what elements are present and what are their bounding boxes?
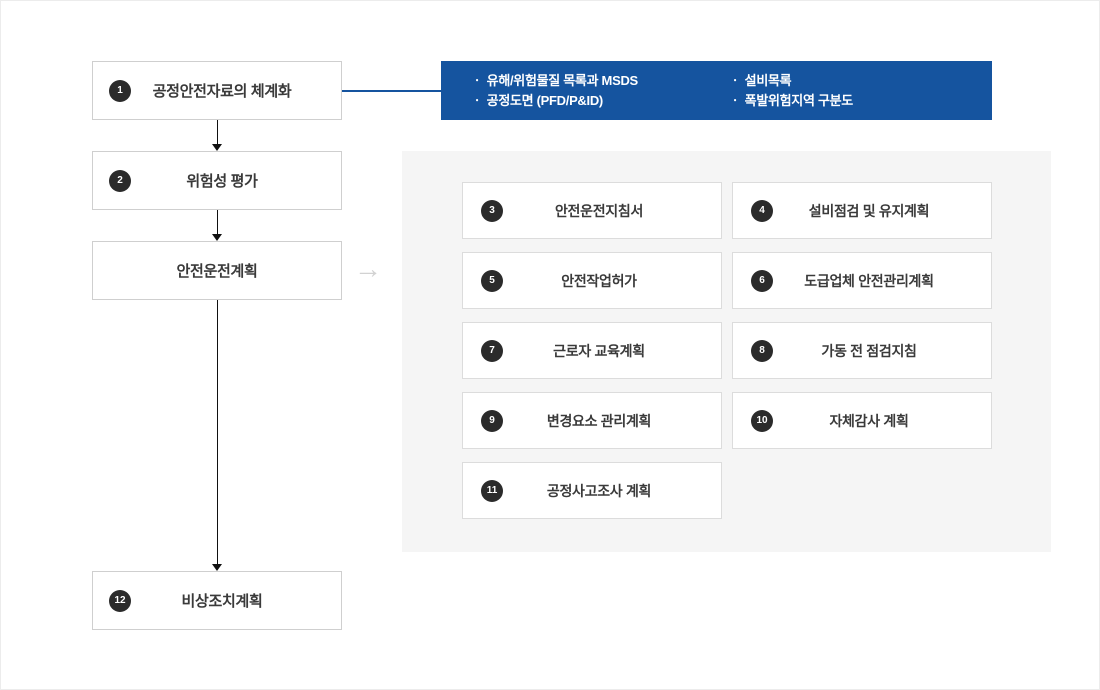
banner-item-4-text: 폭발위험지역 구분도 <box>744 92 854 108</box>
plan-card-9[interactable]: 9 변경요소 관리계획 <box>462 392 722 449</box>
card-number-badge-3: 3 <box>481 199 503 222</box>
plan-card-label-11: 공정사고조사 계획 <box>546 482 652 499</box>
plan-card-3[interactable]: 3 안전운전지침서 <box>462 182 722 239</box>
bullet-dot-icon: ㆍ <box>471 72 483 88</box>
step-number-badge-12: 12 <box>109 589 131 612</box>
bullet-dot-icon: ㆍ <box>471 92 483 108</box>
flow-box-step-1[interactable]: 1 공정안전자료의 체계화 <box>92 61 342 120</box>
connector-step2-step3 <box>217 210 218 234</box>
connector-plan-step12 <box>217 300 218 564</box>
plan-card-label-5: 안전작업허가 <box>561 272 637 289</box>
arrowhead-step1-step2 <box>212 144 222 151</box>
arrowhead-step2-step3 <box>212 234 222 241</box>
banner-item-3-text: 설비목록 <box>744 72 792 88</box>
card-number-badge-9: 9 <box>481 409 503 432</box>
plan-card-label-10: 자체감사 계획 <box>829 412 909 429</box>
flow-box-label-safe-operation-plan: 안전운전계획 <box>176 263 258 280</box>
card-number-badge-10: 10 <box>751 409 773 432</box>
plan-card-5[interactable]: 5 안전작업허가 <box>462 252 722 309</box>
plan-card-label-4: 설비점검 및 유지계획 <box>808 202 930 219</box>
flow-box-step-2[interactable]: 2 위험성 평가 <box>92 151 342 210</box>
card-number-badge-6: 6 <box>751 269 773 292</box>
card-number-badge-5: 5 <box>481 269 503 292</box>
step-number-badge-1: 1 <box>109 79 131 102</box>
flow-box-label-1: 공정안전자료의 체계화 <box>152 83 292 100</box>
plan-card-label-8: 가동 전 점검지침 <box>821 342 917 359</box>
plan-card-11[interactable]: 11 공정사고조사 계획 <box>462 462 722 519</box>
card-number-badge-8: 8 <box>751 339 773 362</box>
banner-item-1-text: 유해/위험물질 목록과 MSDS <box>486 72 639 88</box>
bullet-dot-icon: ㆍ <box>729 92 741 108</box>
flow-box-label-2: 위험성 평가 <box>186 173 258 190</box>
plan-card-label-6: 도급업체 안전관리계획 <box>804 272 934 289</box>
banner-item-2-text: 공정도면 (PFD/P&ID) <box>486 92 604 108</box>
card-number-badge-11: 11 <box>481 479 503 502</box>
plan-card-label-7: 근로자 교육계획 <box>553 342 645 359</box>
plan-card-label-3: 안전운전지침서 <box>554 202 644 219</box>
plan-card-6[interactable]: 6 도급업체 안전관리계획 <box>732 252 992 309</box>
card-number-badge-4: 4 <box>751 199 773 222</box>
plan-card-8[interactable]: 8 가동 전 점검지침 <box>732 322 992 379</box>
arrowhead-plan-step12 <box>212 564 222 571</box>
plan-card-4[interactable]: 4 설비점검 및 유지계획 <box>732 182 992 239</box>
plan-card-10[interactable]: 10 자체감사 계획 <box>732 392 992 449</box>
flow-box-safe-operation-plan[interactable]: 안전운전계획 <box>92 241 342 300</box>
plan-card-7[interactable]: 7 근로자 교육계획 <box>462 322 722 379</box>
step-number-badge-2: 2 <box>109 169 131 192</box>
flow-box-label-12: 비상조치계획 <box>181 593 263 610</box>
connector-step1-banner <box>342 90 442 92</box>
flow-arrow-right-icon: → <box>354 253 382 284</box>
bullet-dot-icon: ㆍ <box>729 72 741 88</box>
card-number-badge-7: 7 <box>481 339 503 362</box>
connector-step1-step2 <box>217 120 218 144</box>
flow-box-step-12[interactable]: 12 비상조치계획 <box>92 571 342 630</box>
plan-card-label-9: 변경요소 관리계획 <box>546 412 652 429</box>
